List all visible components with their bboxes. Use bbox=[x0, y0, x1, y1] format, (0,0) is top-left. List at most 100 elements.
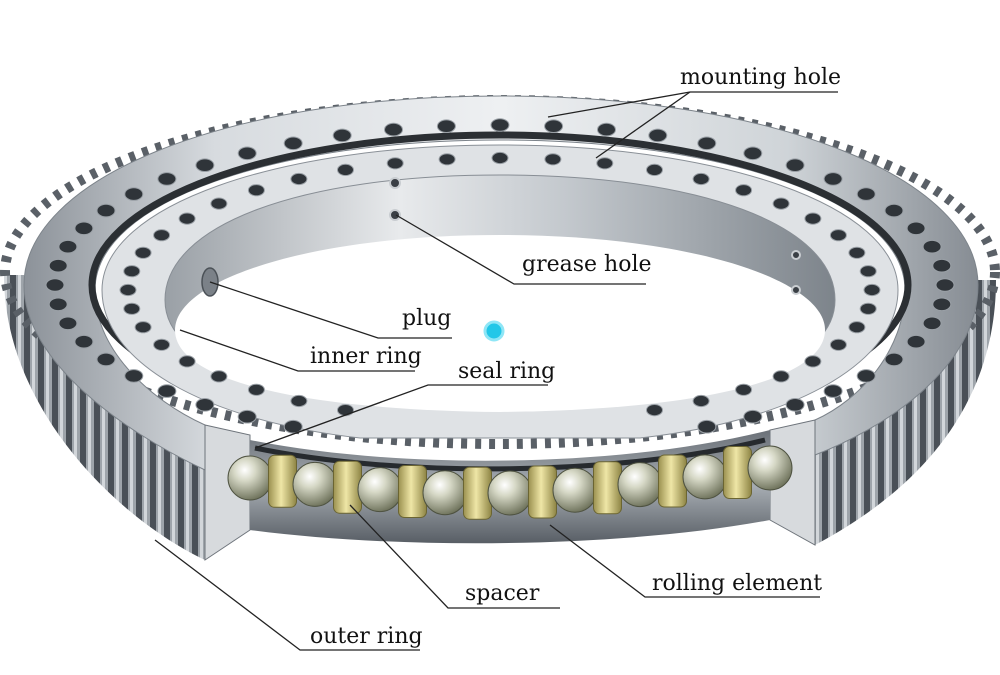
mounting-hole bbox=[823, 384, 843, 398]
mounting-hole bbox=[436, 119, 456, 133]
mounting-hole bbox=[119, 283, 137, 297]
label-spacer: spacer bbox=[465, 581, 540, 606]
mounting-hole bbox=[935, 278, 955, 292]
mounting-hole bbox=[922, 316, 942, 331]
label-rolling-element: rolling element bbox=[652, 571, 822, 596]
marker-dot bbox=[483, 320, 505, 342]
mounting-hole bbox=[58, 316, 78, 331]
mounting-hole bbox=[772, 197, 790, 210]
rolling-elements bbox=[227, 445, 793, 520]
mounting-hole bbox=[123, 302, 141, 315]
spacer-block bbox=[333, 460, 362, 514]
leader-lines bbox=[154, 91, 838, 651]
outer-ring-face bbox=[23, 95, 979, 471]
mounting-hole bbox=[735, 184, 753, 197]
rolling-element-ball bbox=[617, 462, 663, 508]
mounting-hole bbox=[906, 221, 926, 236]
mounting-hole bbox=[848, 321, 866, 334]
mounting-hole bbox=[237, 409, 257, 424]
mounting-hole bbox=[646, 404, 663, 417]
label-inner-ring: inner ring bbox=[310, 344, 422, 369]
rolling-element-ball bbox=[747, 445, 793, 491]
mounting-hole bbox=[646, 163, 663, 176]
mounting-hole bbox=[648, 128, 668, 143]
mounting-hole bbox=[290, 394, 308, 408]
spacer-block bbox=[463, 466, 492, 520]
spacer-block bbox=[723, 446, 752, 499]
mounting-hole bbox=[823, 172, 843, 186]
mounting-hole bbox=[692, 172, 710, 186]
mounting-hole bbox=[96, 352, 116, 367]
mounting-hole bbox=[859, 302, 877, 315]
spacer-block bbox=[268, 454, 297, 508]
mounting-hole bbox=[932, 297, 952, 312]
rolling-element-ball bbox=[422, 470, 468, 516]
mounting-hole bbox=[490, 118, 510, 132]
mounting-hole bbox=[438, 153, 456, 166]
mounting-hole bbox=[247, 383, 265, 396]
mounting-hole bbox=[829, 229, 847, 242]
mounting-hole bbox=[922, 239, 942, 254]
mounting-hole bbox=[58, 239, 78, 254]
rolling-element-ball bbox=[487, 470, 533, 516]
mounting-hole bbox=[856, 187, 876, 201]
mounting-hole bbox=[210, 370, 228, 383]
mounting-hole bbox=[856, 369, 876, 383]
mounting-hole bbox=[124, 369, 144, 383]
mounting-hole bbox=[932, 258, 952, 273]
mounting-hole bbox=[692, 394, 710, 408]
mounting-hole bbox=[848, 246, 866, 259]
mounting-hole bbox=[134, 321, 152, 334]
grease-holes bbox=[389, 177, 801, 295]
label-mounting-hole: mounting hole bbox=[680, 65, 841, 90]
mounting-hole bbox=[743, 409, 763, 424]
inner-ring-mounting-holes bbox=[119, 151, 881, 417]
mounting-hole bbox=[195, 158, 215, 172]
mounting-hole bbox=[237, 146, 257, 161]
label-outer-ring: outer ring bbox=[310, 624, 423, 649]
mounting-hole bbox=[48, 297, 68, 312]
mounting-hole bbox=[772, 370, 790, 383]
mounting-hole bbox=[785, 398, 805, 412]
mounting-hole bbox=[597, 122, 616, 137]
mounting-hole bbox=[384, 122, 403, 137]
mounting-hole bbox=[596, 157, 614, 170]
mounting-hole bbox=[96, 203, 116, 218]
mounting-hole bbox=[153, 229, 171, 242]
rolling-element-ball bbox=[357, 467, 403, 513]
rolling-element-ball bbox=[682, 454, 728, 500]
mounting-hole bbox=[247, 184, 265, 197]
spacer-block bbox=[528, 465, 557, 519]
mounting-hole bbox=[859, 265, 877, 278]
mounting-hole bbox=[178, 212, 196, 225]
mounting-hole bbox=[74, 221, 94, 236]
mounting-hole bbox=[123, 265, 141, 278]
mounting-hole bbox=[332, 128, 352, 143]
mounting-hole bbox=[45, 278, 65, 292]
mounting-hole bbox=[884, 203, 904, 218]
mounting-hole bbox=[804, 212, 822, 225]
mounting-hole bbox=[134, 246, 152, 259]
mounting-hole bbox=[884, 352, 904, 367]
gear-teeth bbox=[0, 95, 1000, 560]
mounting-hole bbox=[290, 172, 308, 186]
mounting-hole bbox=[157, 172, 177, 186]
mounting-hole bbox=[544, 153, 562, 166]
label-seal-ring: seal ring bbox=[458, 359, 555, 384]
mounting-hole bbox=[544, 119, 564, 133]
mounting-hole bbox=[178, 355, 196, 368]
mounting-hole bbox=[157, 384, 177, 398]
mounting-hole bbox=[337, 163, 354, 176]
rolling-element-ball bbox=[227, 455, 273, 501]
mounting-hole bbox=[337, 404, 354, 417]
spacer-block bbox=[593, 461, 622, 515]
spacer-block bbox=[398, 465, 427, 518]
mounting-hole bbox=[48, 258, 68, 273]
mounting-hole bbox=[697, 419, 717, 434]
mounting-hole bbox=[74, 334, 94, 349]
mounting-hole bbox=[283, 419, 303, 434]
mounting-hole bbox=[743, 146, 763, 161]
mounting-hole bbox=[210, 197, 228, 210]
outer-ring-mounting-holes bbox=[45, 118, 955, 434]
label-grease-hole: grease hole bbox=[522, 252, 652, 277]
